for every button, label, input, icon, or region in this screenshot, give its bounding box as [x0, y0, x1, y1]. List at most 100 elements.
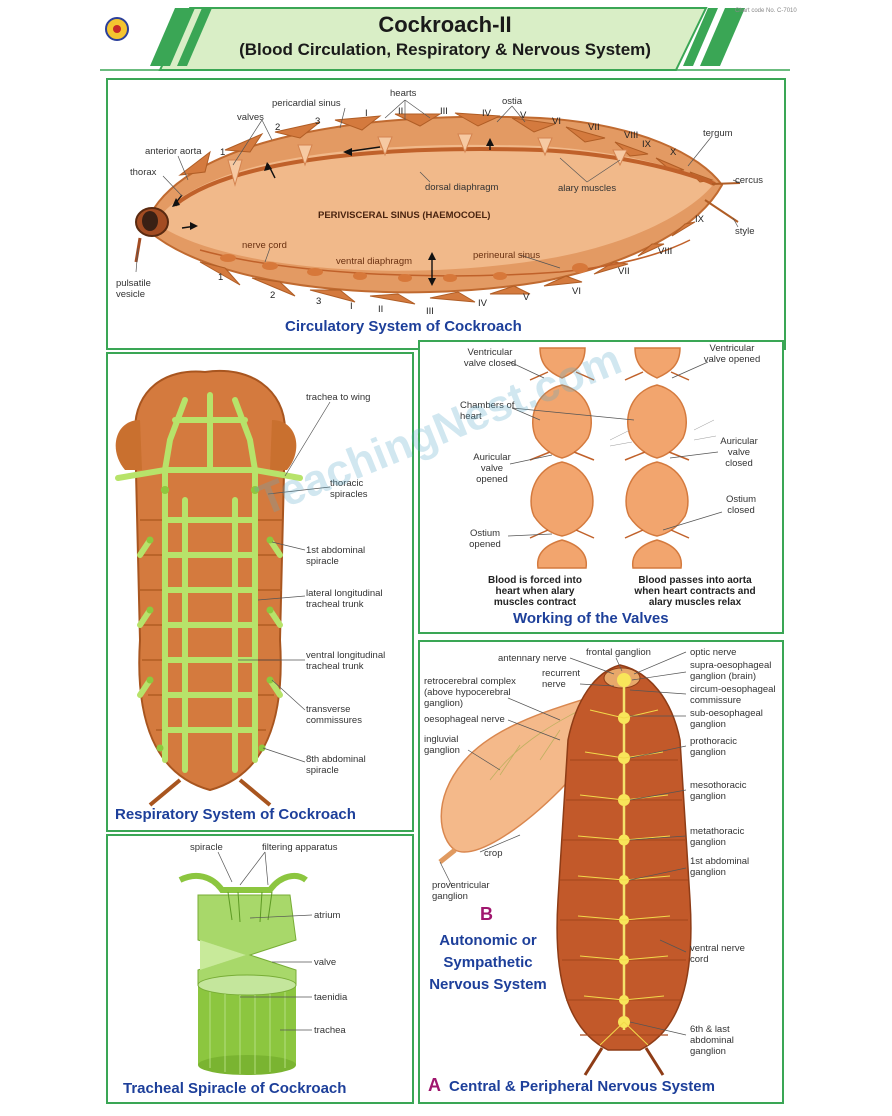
- valves-right-note: Blood passes into aorta when heart contr…: [634, 575, 756, 608]
- valves-panel: [418, 340, 784, 634]
- label-dorsal-diaphragm: dorsal diaphragm: [425, 182, 499, 193]
- top-number: 1: [220, 147, 226, 158]
- label-valves: valves: [237, 112, 264, 123]
- label-first-abdominal-spiracle: 1st abdominal spiracle: [306, 545, 366, 567]
- respiratory-caption: Respiratory System of Cockroach: [115, 806, 356, 823]
- bottom-number: IX: [695, 214, 704, 225]
- label-anterior-aorta: anterior aorta: [145, 146, 202, 157]
- bottom-number: 1: [218, 272, 224, 283]
- label-style: style: [735, 226, 755, 237]
- header-stripes: [100, 8, 790, 71]
- spiracle-caption: Tracheal Spiracle of Cockroach: [123, 1080, 347, 1097]
- label-optic-nerve: optic nerve: [690, 647, 737, 658]
- top-number: II: [398, 106, 404, 117]
- label-pulsatile-vesicle: pulsatile vesicle: [116, 278, 151, 300]
- label-ostium-closed: Ostium closed: [725, 494, 757, 516]
- label-lateral-trunk: lateral longitudinal tracheal trunk: [306, 588, 383, 610]
- bottom-number: I: [350, 301, 353, 312]
- label-crop: crop: [484, 848, 503, 859]
- label-chambers-of-heart: Chambers of heart: [460, 400, 515, 422]
- label-ventricular-opened: Ventricular valve opened: [703, 343, 761, 365]
- label-trachea-to-wing: trachea to wing: [306, 392, 371, 403]
- label-auricular-opened: Auricular valve opened: [473, 452, 511, 485]
- label-ostium-opened: Ostium opened: [469, 528, 501, 550]
- label-filtering-apparatus: filtering apparatus: [262, 842, 338, 853]
- label-eighth-spiracle: 8th abdominal spiracle: [306, 754, 366, 776]
- logo-icon: [105, 17, 129, 41]
- bottom-number: V: [523, 292, 530, 303]
- label-first-abdominal-ganglion: 1st abdominal ganglion: [690, 856, 750, 878]
- top-number: VII: [588, 122, 600, 133]
- label-nerve-cord: nerve cord: [242, 240, 287, 251]
- top-number: III: [440, 106, 448, 117]
- valves-left-note: Blood is forced into heart when alary mu…: [488, 575, 582, 608]
- label-spiracle: spiracle: [190, 842, 223, 853]
- label-trachea: trachea: [314, 1025, 346, 1036]
- top-number: X: [670, 147, 677, 158]
- bottom-number: 2: [270, 290, 276, 301]
- label-pericardial-sinus: pericardial sinus: [272, 98, 341, 109]
- label-ventricular-closed: Ventricular valve closed: [463, 347, 517, 369]
- page-title: Cockroach-II: [378, 12, 512, 37]
- top-number: VIII: [624, 130, 639, 141]
- label-sixth-abdominal-ganglion: 6th & last abdominal ganglion: [690, 1024, 734, 1057]
- label-ventral-nerve-cord: ventral nerve cord: [690, 943, 745, 965]
- label-ventral-diaphragm: ventral diaphragm: [336, 256, 413, 267]
- letter-a: A: [428, 1075, 441, 1095]
- label-transverse-commissures: transverse commissures: [306, 704, 362, 726]
- label-tergum: tergum: [703, 128, 733, 139]
- bottom-number: VI: [572, 286, 581, 297]
- top-number: IX: [642, 139, 651, 150]
- letter-b: B: [480, 904, 493, 924]
- label-metathoracic-ganglion: metathoracic ganglion: [690, 826, 745, 848]
- label-valve: valve: [314, 957, 337, 968]
- bottom-number: IV: [478, 298, 487, 309]
- top-number: VI: [552, 116, 561, 127]
- label-ventral-trunk: ventral longitudinal tracheal trunk: [306, 650, 386, 672]
- label-thoracic-spiracles: thoracic spiracles: [330, 478, 368, 500]
- label-sub-oesophageal: sub-oesophageal ganglion: [690, 708, 763, 730]
- label-taenidia: taenidia: [314, 992, 348, 1003]
- label-mesothoracic-ganglion: mesothoracic ganglion: [690, 780, 747, 802]
- label-frontal-ganglion: frontal ganglion: [586, 647, 651, 658]
- bottom-number: III: [426, 306, 434, 317]
- valves-caption: Working of the Valves: [513, 610, 669, 627]
- label-auricular-closed: Auricular valve closed: [720, 436, 758, 469]
- label-hearts: hearts: [390, 88, 417, 99]
- label-atrium: atrium: [314, 910, 341, 921]
- bottom-number: II: [378, 304, 384, 315]
- label-center-sinus: PERIVISCERAL SINUS (HAEMOCOEL): [318, 210, 491, 221]
- label-ostia: ostia: [502, 96, 523, 107]
- autonomic-caption: Autonomic or Sympathetic Nervous System: [429, 932, 547, 993]
- label-cercus: cercus: [735, 175, 763, 186]
- label-retrocerebral-complex: retrocerebral complex (above hypocerebra…: [424, 676, 516, 709]
- label-alary-muscles: alary muscles: [558, 183, 617, 194]
- label-circum-oesophageal: circum-oesophageal commissure: [690, 684, 776, 706]
- bottom-number: VII: [618, 266, 630, 277]
- label-oesophageal-nerve: oesophageal nerve: [424, 714, 505, 725]
- page-subtitle: (Blood Circulation, Respiratory & Nervou…: [239, 40, 651, 59]
- circulatory-diagram: [134, 99, 741, 305]
- circulatory-caption: Circulatory System of Cockroach: [285, 318, 522, 335]
- top-number: 3: [315, 116, 321, 127]
- top-number: I: [365, 108, 368, 119]
- chart-code: Chart code No. C-7010: [735, 8, 797, 14]
- nervous-caption: Central & Peripheral Nervous System: [449, 1078, 715, 1095]
- top-number: IV: [482, 108, 491, 119]
- label-proventricular-ganglion: proventricular ganglion: [432, 880, 490, 902]
- bottom-number: 3: [316, 296, 322, 307]
- label-prothoracic-ganglion: prothoracic ganglion: [690, 736, 737, 758]
- bottom-number: VIII: [658, 246, 673, 257]
- label-ingluvial-ganglion: ingluvial ganglion: [424, 734, 460, 756]
- label-thorax: thorax: [130, 167, 157, 178]
- label-supra-oesophageal: supra-oesophageal ganglion (brain): [690, 660, 772, 682]
- label-perineural-sinus: perineural sinus: [473, 250, 541, 261]
- top-number: 2: [275, 122, 281, 133]
- label-antennary-nerve: antennary nerve: [498, 653, 567, 664]
- top-number: V: [520, 110, 527, 121]
- label-recurrent-nerve: recurrent nerve: [542, 668, 581, 690]
